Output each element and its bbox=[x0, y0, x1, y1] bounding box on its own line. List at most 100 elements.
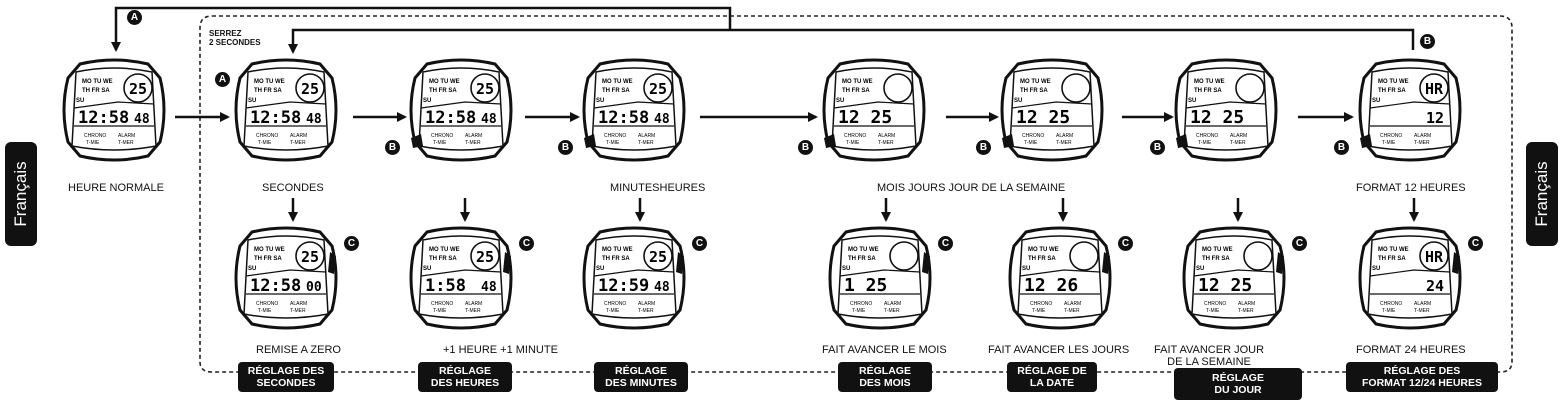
seconds-display: 24 bbox=[1426, 277, 1444, 295]
date-circle bbox=[643, 73, 673, 103]
chrono-label: CHRONO bbox=[1380, 133, 1402, 139]
date-circle bbox=[1069, 241, 1099, 271]
alarm-label: ALARM bbox=[1230, 133, 1247, 139]
timer-label: T-MER bbox=[290, 308, 306, 314]
timer-label: T-MER bbox=[638, 140, 654, 146]
date-display: 25 bbox=[649, 80, 667, 98]
date-display: 25 bbox=[129, 80, 147, 98]
watch-seconds: MO TU WE TH FR SA SU 25 12:58 48 CHRONO … bbox=[232, 58, 340, 162]
caption-plus-hour-minute: +1 HEURE +1 MINUTE bbox=[443, 344, 558, 356]
sunday-label: SU bbox=[423, 266, 431, 272]
timer-label: T-MER bbox=[638, 308, 654, 314]
weekday-row-bottom: TH FR SA bbox=[1028, 256, 1056, 262]
caption-seconds: SECONDES bbox=[262, 182, 324, 194]
date-display: 25 bbox=[476, 248, 494, 266]
sunday-label: SU bbox=[842, 266, 850, 272]
date-circle bbox=[295, 73, 325, 103]
button-b-badge: B bbox=[798, 140, 813, 155]
date-circle bbox=[643, 241, 673, 271]
watch-reset: MO TU WE TH FR SA SU 25 12:58 00 CHRONO … bbox=[232, 226, 340, 330]
caption-normal-time: HEURE NORMALE bbox=[68, 182, 164, 194]
weekday-row-bottom: TH FR SA bbox=[1378, 88, 1406, 94]
button-b-badge: B bbox=[1420, 34, 1435, 49]
seconds-display: 48 bbox=[654, 280, 670, 295]
tag-set-format: RÉGLAGE DES FORMAT 12/24 HEURES bbox=[1346, 362, 1498, 392]
main-time-display: 1 25 bbox=[844, 275, 887, 296]
weekday-row-bottom: TH FR SA bbox=[842, 88, 870, 94]
tag-set-seconds: RÉGLAGE DES SECONDES bbox=[238, 362, 334, 392]
timer-label: T-MER bbox=[1230, 140, 1246, 146]
sunday-label: SU bbox=[1372, 98, 1380, 104]
timer-label: T-MER bbox=[465, 140, 481, 146]
main-time-display: 12 25 bbox=[838, 107, 892, 128]
button-b-badge: B bbox=[558, 140, 573, 155]
sunday-label: SU bbox=[836, 98, 844, 104]
button-b-badge: B bbox=[976, 140, 991, 155]
weekday-row-bottom: TH FR SA bbox=[254, 256, 282, 262]
time-mode-label: T-MIE bbox=[1206, 308, 1220, 314]
time-mode-label: T-MIE bbox=[606, 308, 620, 314]
date-circle bbox=[123, 73, 153, 103]
alarm-label: ALARM bbox=[884, 301, 901, 307]
weekday-row-top: MO TU WE bbox=[1194, 79, 1225, 85]
weekday-row-bottom: TH FR SA bbox=[848, 256, 876, 262]
sunday-label: SU bbox=[248, 98, 256, 104]
main-time-display: 12:59 bbox=[598, 276, 649, 296]
chrono-label: CHRONO bbox=[256, 133, 278, 139]
caption-advance-month: FAIT AVANCER LE MOIS bbox=[822, 344, 947, 356]
caption-month-day-weekday: MOIS JOURS JOUR DE LA SEMAINE bbox=[877, 182, 1066, 194]
caption-advance-days: FAIT AVANCER LES JOURS bbox=[988, 344, 1130, 356]
main-time-display: 12:58 bbox=[250, 108, 301, 128]
date-display: 25 bbox=[301, 248, 319, 266]
watch-normal: MO TU WE TH FR SA SU 25 12:58 48 CHRONO … bbox=[60, 58, 168, 162]
time-mode-label: T-MIE bbox=[1198, 140, 1212, 146]
chrono-label: CHRONO bbox=[1030, 301, 1052, 307]
weekday-row-top: MO TU WE bbox=[82, 79, 113, 85]
caption-advance-weekday: FAIT AVANCER JOUR DE LA SEMAINE bbox=[1154, 344, 1265, 368]
weekday-row-top: MO TU WE bbox=[254, 247, 285, 253]
sunday-label: SU bbox=[1022, 266, 1030, 272]
weekday-row-top: MO TU WE bbox=[429, 79, 460, 85]
hold-instruction: SERREZ 2 SECONDES bbox=[209, 29, 261, 47]
alarm-label: ALARM bbox=[878, 133, 895, 139]
timer-label: T-MER bbox=[1414, 140, 1430, 146]
weekday-row-bottom: TH FR SA bbox=[82, 88, 110, 94]
button-b-badge: B bbox=[1334, 140, 1349, 155]
time-mode-label: T-MIE bbox=[1382, 308, 1396, 314]
weekday-row-top: MO TU WE bbox=[848, 247, 879, 253]
date-circle bbox=[883, 73, 913, 103]
timer-label: T-MER bbox=[1414, 308, 1430, 314]
watch-hours: MO TU WE TH FR SA SU 25 12:58 48 CHRONO … bbox=[407, 58, 515, 162]
chrono-label: CHRONO bbox=[844, 133, 866, 139]
sunday-label: SU bbox=[1372, 266, 1380, 272]
weekday-row-top: MO TU WE bbox=[1020, 79, 1051, 85]
button-a-badge: A bbox=[215, 72, 230, 87]
tag-set-month: RÉGLAGE DES MOIS bbox=[838, 362, 932, 392]
button-c-badge: C bbox=[1468, 236, 1483, 251]
weekday-row-bottom: TH FR SA bbox=[1194, 88, 1222, 94]
date-display: 25 bbox=[301, 80, 319, 98]
date-display: 25 bbox=[476, 80, 494, 98]
button-a-badge: A bbox=[127, 10, 142, 25]
date-circle bbox=[889, 241, 919, 271]
date-circle bbox=[1061, 73, 1091, 103]
chrono-label: CHRONO bbox=[84, 133, 106, 139]
date-circle bbox=[1419, 73, 1449, 103]
timer-label: T-MER bbox=[1238, 308, 1254, 314]
main-time-display: 12 25 bbox=[1190, 107, 1244, 128]
weekday-row-top: MO TU WE bbox=[602, 79, 633, 85]
tag-set-date: RÉGLAGE DE LA DATE bbox=[1007, 362, 1097, 392]
seconds-display: 48 bbox=[654, 112, 670, 127]
time-mode-label: T-MIE bbox=[1032, 308, 1046, 314]
date-circle bbox=[1235, 73, 1265, 103]
chrono-label: CHRONO bbox=[850, 301, 872, 307]
date-circle bbox=[470, 73, 500, 103]
chrono-label: CHRONO bbox=[256, 301, 278, 307]
weekday-row-top: MO TU WE bbox=[1378, 79, 1409, 85]
seconds-display: 48 bbox=[134, 112, 150, 127]
watch-weekday: MO TU WE TH FR SA SU 12 25 CHRONO ALARM … bbox=[1172, 58, 1280, 162]
alarm-label: ALARM bbox=[1414, 133, 1431, 139]
alarm-label: ALARM bbox=[638, 301, 655, 307]
time-mode-label: T-MIE bbox=[258, 140, 272, 146]
date-display: HR bbox=[1425, 248, 1444, 266]
